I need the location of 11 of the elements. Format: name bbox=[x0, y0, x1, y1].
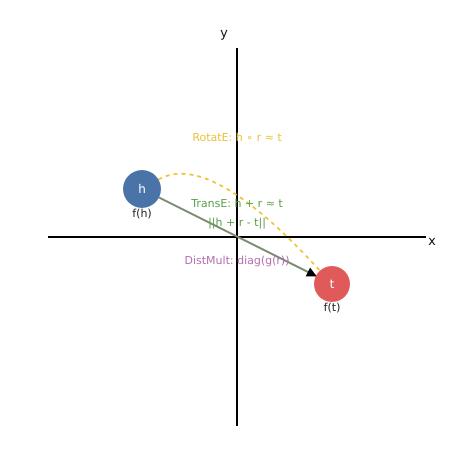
function-label: f(h) bbox=[132, 207, 152, 220]
dashed-arc bbox=[158, 173, 321, 272]
arrow bbox=[158, 196, 317, 277]
axis-label: x bbox=[428, 234, 436, 249]
node-label: h bbox=[138, 183, 146, 195]
entity-circle bbox=[314, 266, 350, 302]
formula-label: ||h + r - t|| bbox=[208, 216, 266, 229]
entity-circle bbox=[123, 170, 161, 208]
function-label: f(t) bbox=[324, 301, 340, 314]
axis-label: y bbox=[220, 26, 228, 41]
node-label: t bbox=[330, 278, 334, 290]
